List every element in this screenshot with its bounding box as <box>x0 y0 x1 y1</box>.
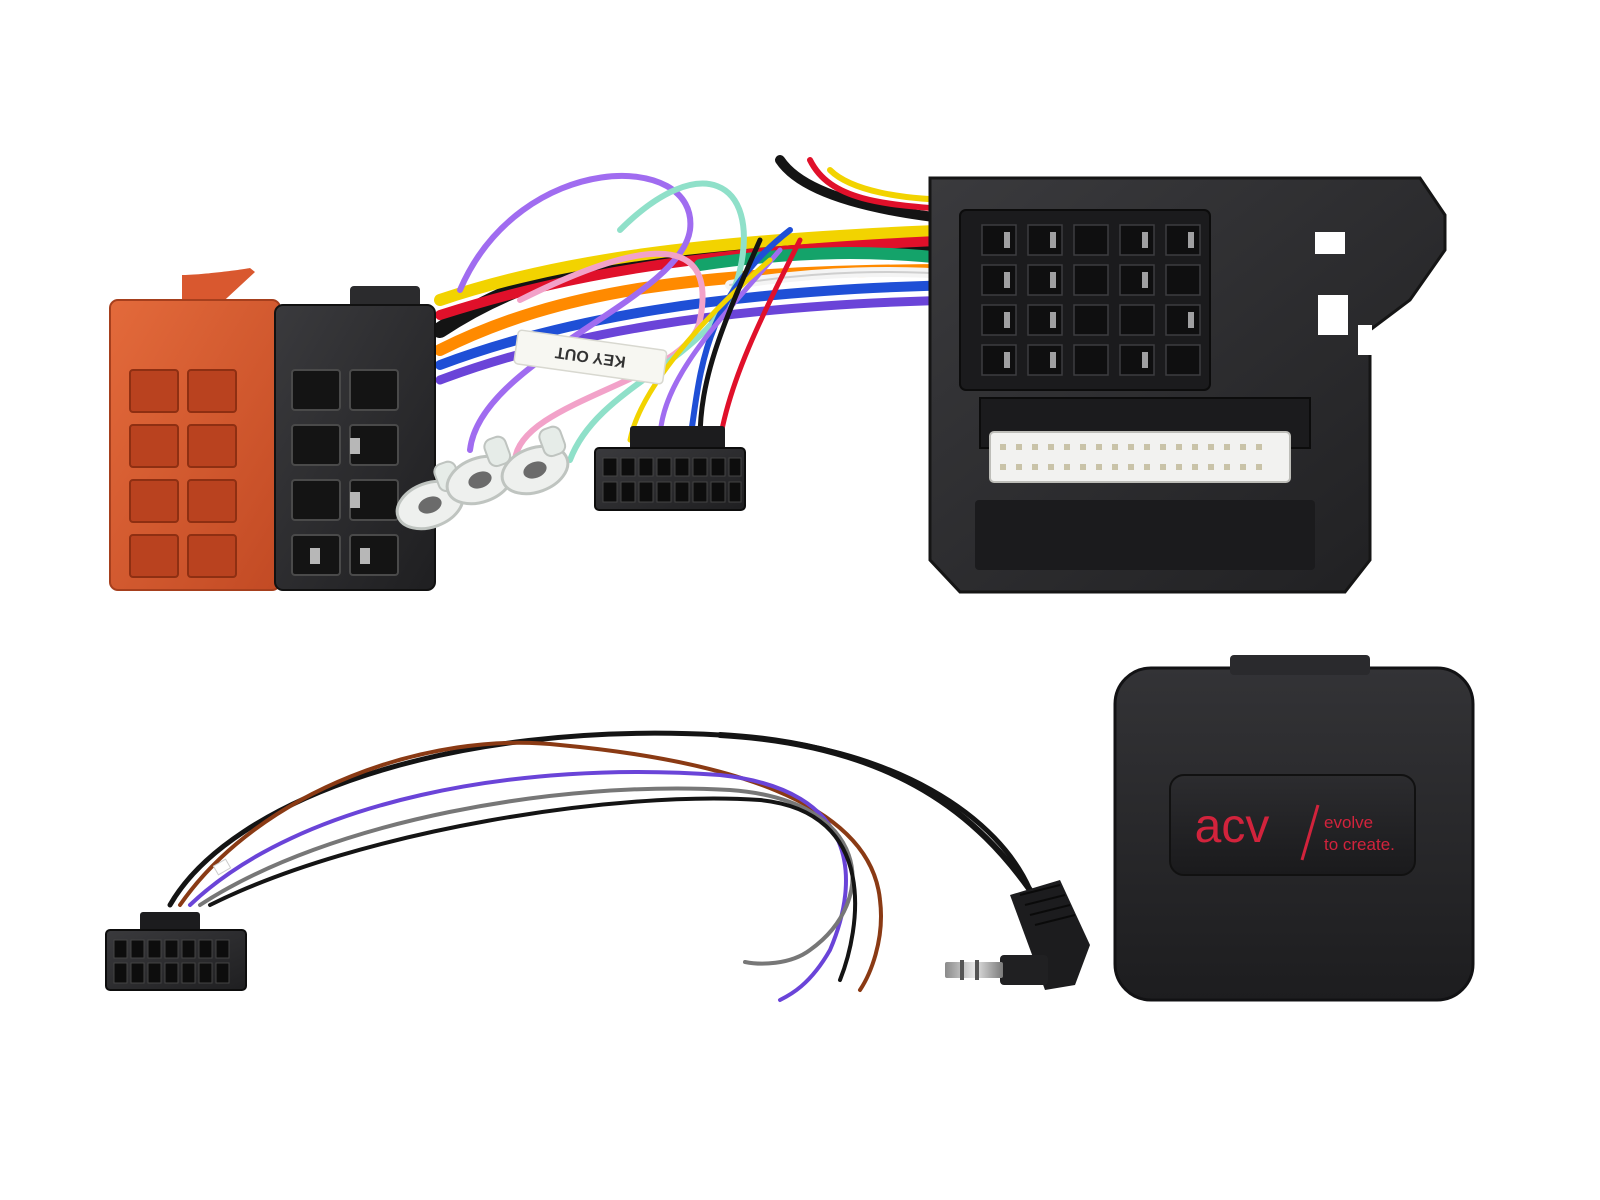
wire-teal-loop <box>567 180 747 463</box>
iso-black-pin-grid <box>291 369 399 576</box>
brand-slogan-line-2: to create. <box>1324 835 1395 854</box>
lead-16pin-connector <box>105 912 247 991</box>
wire-brown-lead <box>178 740 883 992</box>
steering-lead-wires <box>167 730 1033 1002</box>
harness-wire-bundle <box>432 155 968 463</box>
wire-blue <box>435 280 965 370</box>
wire-violet-loop <box>457 172 694 453</box>
audio-jack-plug <box>945 880 1090 990</box>
wire-blue-pin <box>687 227 793 443</box>
wire-red-pin <box>717 237 803 443</box>
ring-terminals <box>395 425 570 531</box>
key-out-label-sleeve: KEY OUT <box>513 329 668 385</box>
wire-purple-lead <box>188 769 848 1002</box>
iso-power-connector <box>109 268 281 591</box>
iso-red-pin-grid <box>129 369 237 578</box>
wire-yellow-pin <box>627 257 773 443</box>
wire-black-jack <box>717 732 1033 893</box>
radio-16pin-connector <box>594 426 746 511</box>
wire-black-2 <box>775 155 965 225</box>
quadlock-pin-block <box>981 224 1201 376</box>
wire-purple <box>435 295 965 385</box>
wire-black-lead-2 <box>208 796 858 982</box>
brand-logo: acv <box>1195 800 1270 853</box>
ring-terminal-pink <box>445 435 515 506</box>
control-module: acv evolve to create. <box>1113 655 1475 1002</box>
brand-slogan-line-1: evolve <box>1324 813 1373 832</box>
wire-grey-lead <box>198 786 855 966</box>
ring-terminal-teal <box>500 425 570 496</box>
wire-red <box>435 235 965 320</box>
brand-slash <box>1300 804 1320 861</box>
wire-black-lead <box>167 730 1033 908</box>
wire-pink-loop <box>512 250 706 463</box>
ring-terminal-violet <box>395 460 465 531</box>
quadlock-connector <box>928 176 1447 594</box>
wire-black-pin <box>697 237 763 443</box>
iso-speaker-connector <box>274 286 436 591</box>
wire-violet-pin <box>657 247 783 443</box>
